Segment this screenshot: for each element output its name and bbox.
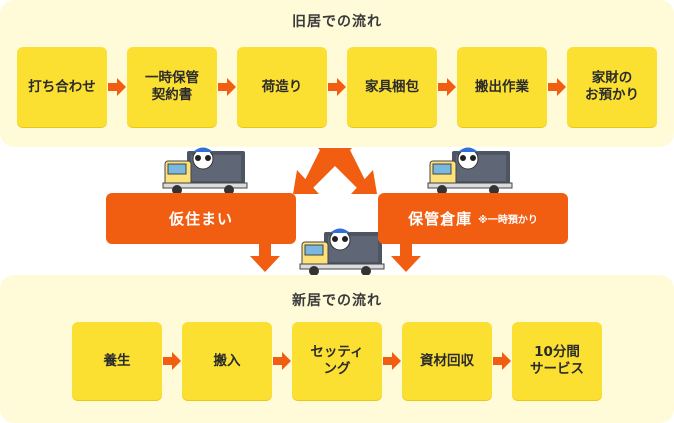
step-protection: 養生 (72, 322, 162, 400)
temporary-housing-label: 仮住まい (168, 210, 233, 228)
storage-note: ※一時預かり (478, 215, 538, 226)
arrow-right-icon (438, 78, 456, 96)
arrow-down-icon (391, 244, 421, 272)
step-material-collection: 資材回収 (402, 322, 492, 400)
arrow-right-icon (108, 78, 126, 96)
moving-truck-icon (162, 147, 248, 195)
step-carry-in: 搬入 (182, 322, 272, 400)
new-residence-title: 新居での流れ (292, 293, 382, 309)
arrow-right-icon (163, 352, 181, 370)
temporary-housing-box: 仮住まい (106, 193, 296, 244)
step-meeting: 打ち合わせ (17, 47, 107, 127)
arrow-right-icon (273, 352, 291, 370)
arrow-right-icon (383, 352, 401, 370)
storage-warehouse-label: 保管倉庫 (408, 210, 473, 228)
step-packing: 荷造り (237, 47, 327, 127)
arrow-right-icon (548, 78, 566, 96)
arrow-right-icon (328, 78, 346, 96)
arrow-right-icon (493, 352, 511, 370)
fork-arrow-icon (293, 148, 377, 194)
old-residence-panel (0, 0, 674, 147)
storage-warehouse-box: 保管倉庫 ※一時預かり (378, 193, 568, 244)
moving-truck-icon (299, 228, 385, 276)
step-storage-contract: 一時保管 契約書 (127, 47, 217, 127)
step-furniture-wrapping: 家具梱包 (347, 47, 437, 127)
old-residence-title: 旧居での流れ (292, 14, 382, 30)
arrow-down-icon (250, 244, 280, 272)
step-belongings-custody: 家財の お預かり (567, 47, 657, 127)
step-carry-out: 搬出作業 (457, 47, 547, 127)
step-setting: セッティ ング (292, 322, 382, 400)
arrow-right-icon (218, 78, 236, 96)
moving-truck-icon (427, 147, 513, 195)
step-10min-service: 10分間 サービス (512, 322, 602, 400)
